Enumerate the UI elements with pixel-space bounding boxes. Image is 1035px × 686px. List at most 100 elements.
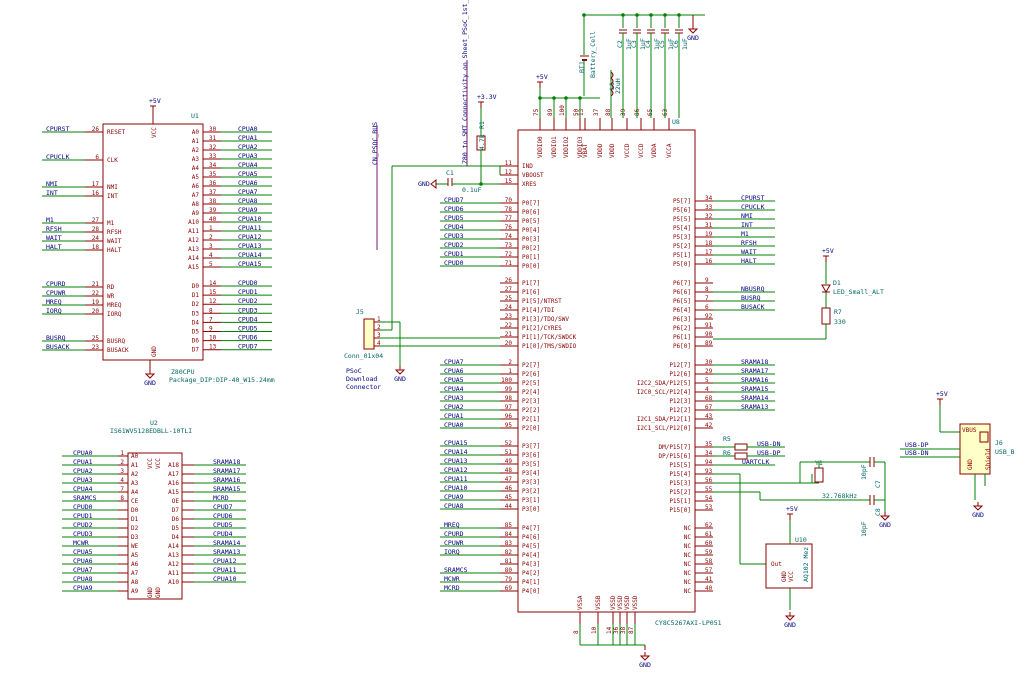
sram-pin-number: 1 bbox=[120, 450, 124, 457]
psoc-pin-number: 24 bbox=[505, 304, 513, 311]
net-label-cpuwr: CPUWR bbox=[46, 289, 66, 297]
psoc-pin-p2[4]: P2[4] bbox=[522, 389, 540, 396]
net-label-cpua12: CPUA12 bbox=[213, 557, 237, 565]
sram-pin-a4: A4 bbox=[131, 489, 139, 496]
j5-pin-number: 4 bbox=[377, 340, 381, 347]
z80-pin-mreq: MREQ bbox=[107, 302, 122, 309]
net-label-cpud5: CPUD5 bbox=[213, 521, 233, 529]
net-label-cpua6: CPUA6 bbox=[444, 367, 464, 375]
z80-pin-a9: A9 bbox=[192, 210, 200, 217]
net-label-cpua4: CPUA4 bbox=[238, 161, 258, 169]
psoc-pin-p4[2]: P4[2] bbox=[522, 570, 540, 577]
psoc-pin-i2c1-scl-p12-0-: I2C1_SCL/P12[0] bbox=[637, 425, 691, 432]
z80-pin-number: 32 bbox=[209, 144, 217, 151]
psoc-pin-number: 30 bbox=[705, 359, 713, 366]
net-label-cpua4: CPUA4 bbox=[444, 385, 464, 393]
net-label-cpud3: CPUD3 bbox=[73, 530, 93, 538]
net-label-cpud7: CPUD7 bbox=[238, 343, 258, 351]
c1-ref: C1 bbox=[446, 169, 454, 177]
psoc-pin-vddio1: VDDIO1 bbox=[551, 136, 558, 158]
z80-pin-int: INT bbox=[107, 193, 118, 200]
gnd-symbol bbox=[144, 373, 156, 379]
net-label-nmi: NMI bbox=[46, 180, 58, 188]
psoc-pin-number: 10 bbox=[591, 626, 598, 634]
psoc-pin-number: 73 bbox=[505, 242, 513, 249]
psoc-pin-number: 94 bbox=[705, 459, 713, 466]
junction-dot bbox=[538, 96, 542, 100]
psoc-pin-p1[6]: P1[6] bbox=[522, 289, 540, 296]
net-label-srama13: SRAMA13 bbox=[213, 548, 240, 556]
psoc-pin-p4[3]: P4[3] bbox=[522, 561, 540, 568]
psoc-pin-number: 38 bbox=[620, 626, 627, 634]
net-label-cpurst: CPURST bbox=[46, 125, 70, 133]
gnd-symbol bbox=[687, 28, 699, 34]
z80-pin-number: 5 bbox=[209, 261, 213, 268]
psoc-pin-number: 54 bbox=[705, 495, 713, 502]
sram-pin-oe: OE bbox=[172, 498, 180, 505]
z80-pin-number: 30 bbox=[209, 126, 217, 133]
psoc-pin-nc: NC bbox=[684, 543, 692, 550]
z80-pin-a3: A3 bbox=[192, 156, 200, 163]
net-label-srama16: SRAMA16 bbox=[213, 476, 240, 484]
psoc-pin-number: 34 bbox=[705, 450, 713, 457]
net-label-srama17: SRAMA17 bbox=[213, 467, 240, 475]
inductor-coil bbox=[610, 71, 614, 97]
sram-pin-a2: A2 bbox=[131, 471, 139, 478]
psoc-pin-vssd: VSSD bbox=[624, 595, 631, 610]
net-label-uartclk: UARTCLK bbox=[742, 458, 769, 466]
psoc-pin-number: 90 bbox=[705, 331, 713, 338]
gnd-label: GND bbox=[394, 375, 406, 383]
z80-pin-number: 15 bbox=[209, 289, 217, 296]
net-label-cpua1: CPUA1 bbox=[238, 134, 258, 142]
oscillator-ref: U10 bbox=[795, 536, 807, 544]
sram-pin-a1: A1 bbox=[131, 462, 139, 469]
sram-pin-a6: A6 bbox=[131, 561, 139, 568]
c7-value: 10pF bbox=[860, 464, 868, 480]
z80-pin-halt: HALT bbox=[107, 247, 122, 254]
psoc-pin-number: 49 bbox=[505, 458, 513, 465]
z80-pin-number: 6 bbox=[95, 154, 99, 161]
net-label-srama18: SRAMA18 bbox=[741, 358, 768, 366]
z80-pin-number: 1 bbox=[209, 225, 213, 232]
net-label-cpua15: CPUA15 bbox=[238, 260, 262, 268]
led-ref: D1 bbox=[833, 279, 841, 287]
psoc-pin-number: 9 bbox=[705, 277, 709, 284]
psoc-pin-p6-3-: P6[3] bbox=[673, 316, 691, 323]
power-label: +5V bbox=[822, 247, 834, 255]
net-label-halt: HALT bbox=[46, 243, 62, 251]
gnd-symbol bbox=[639, 655, 651, 661]
psoc-pin-p6-2-: P6[2] bbox=[673, 325, 691, 332]
r6-ref: R6 bbox=[723, 449, 731, 457]
sram-pin-a13: A13 bbox=[168, 552, 179, 559]
sram-pin-d2: D2 bbox=[131, 525, 139, 532]
psoc-pin-number: 84 bbox=[505, 531, 513, 538]
psoc-pin-p15-3-: P15[3] bbox=[669, 480, 691, 487]
z80-pin-m1: M1 bbox=[107, 220, 115, 227]
z80-pin-number: 13 bbox=[209, 344, 217, 351]
psoc-pin-p6-1-: P6[1] bbox=[673, 334, 691, 341]
sram-pin-a14: A14 bbox=[168, 543, 179, 550]
net-label-cpud2: CPUD2 bbox=[73, 521, 93, 529]
psoc-pin-number: 71 bbox=[505, 260, 513, 267]
c1-value: 0.1uF bbox=[462, 186, 482, 194]
vertical-annotation: Z80 to SMT Connectivity on Sheet_PSoC_1s… bbox=[461, 0, 469, 164]
net-label-cpua2: CPUA2 bbox=[238, 143, 258, 151]
psoc-pin-number: 92 bbox=[705, 313, 713, 320]
power-label: +5V bbox=[786, 505, 798, 513]
psoc-pin-vbat: VBAT bbox=[582, 143, 589, 158]
net-label-srama16: SRAMA16 bbox=[741, 376, 768, 384]
psoc-pin-p5-2-: P5[2] bbox=[673, 243, 691, 250]
psoc-pin-number: 95 bbox=[505, 422, 513, 429]
cap-value: 1uF bbox=[681, 38, 689, 50]
net-label-mreq: MREQ bbox=[444, 521, 460, 529]
psoc-pin-number: 88 bbox=[605, 108, 612, 116]
usb-vbus-pin: VBUS bbox=[962, 427, 977, 434]
psoc-pin-number: 14 bbox=[606, 626, 613, 634]
net-label-iorq: IORQ bbox=[444, 548, 460, 556]
net-label-busrq: BUSRQ bbox=[741, 294, 761, 302]
psoc-pin-i2c1-sda-p12-1-: I2C1_SDA/P12[1] bbox=[637, 416, 691, 423]
sram-pin-a15: A15 bbox=[168, 489, 179, 496]
net-label-cpud0: CPUD0 bbox=[238, 279, 258, 287]
psoc-pin-number: 91 bbox=[705, 322, 713, 329]
z80-pin-a5: A5 bbox=[192, 174, 200, 181]
